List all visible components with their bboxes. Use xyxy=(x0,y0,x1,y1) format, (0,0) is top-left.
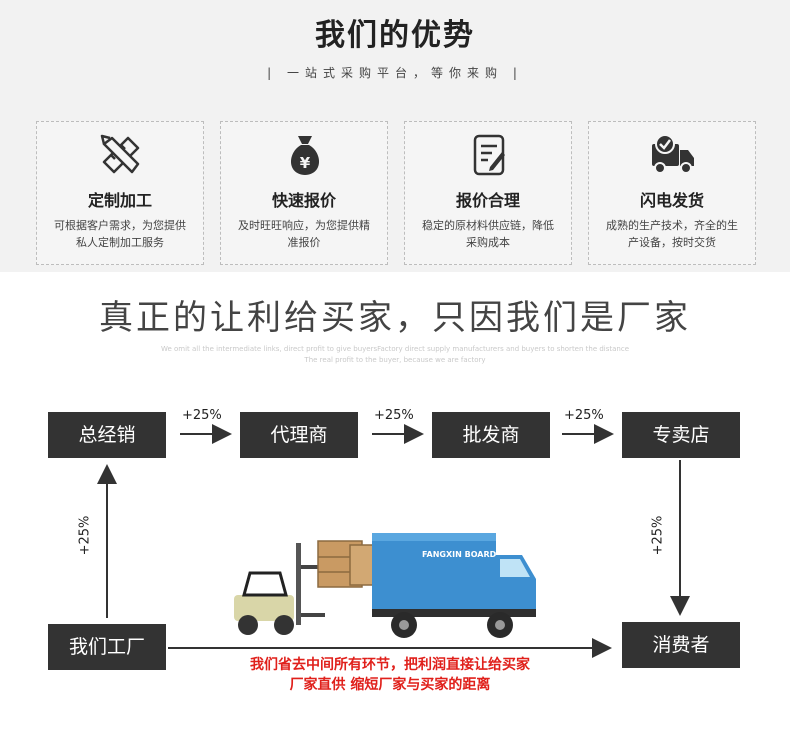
advantage-card-custom: 定制加工 可根据客户需求，为您提供私人定制加工服务 xyxy=(36,121,204,265)
truck-logo-text: FANGXIN BOARD xyxy=(422,550,497,559)
headline: 真正的让利给买家，只因我们是厂家 xyxy=(99,298,691,338)
box-consumer: 消费者 xyxy=(622,622,740,668)
pencil-ruler-icon xyxy=(100,134,140,174)
promo-note-1: 我们省去中间所有环节，把利润直接让给买家 xyxy=(250,657,530,673)
markup-label: +25% xyxy=(564,408,604,423)
advantage-card-quote: ¥ 快速报价 及时旺旺响应，为您提供精准报价 xyxy=(220,121,388,265)
card-desc: 可根据客户需求，为您提供私人定制加工服务 xyxy=(54,219,186,249)
cargo-crates xyxy=(317,540,377,588)
document-edit-icon xyxy=(473,134,505,176)
box-general-distributor: 总经销 xyxy=(48,412,166,458)
section-subtitle: | 一站式采购平台，等你来购 | xyxy=(267,66,523,80)
box-agent: 代理商 xyxy=(240,412,358,458)
english-tagline-1: We omit all the intermediate links, dire… xyxy=(160,345,630,353)
advantage-card-shipping: 闪电发货 成熟的生产技术，齐全的生产设备，按时交货 xyxy=(588,121,756,265)
money-bag-icon: ¥ xyxy=(290,136,320,175)
svg-text:¥: ¥ xyxy=(300,154,311,172)
card-desc: 及时旺旺响应，为您提供精准报价 xyxy=(238,219,370,249)
card-title: 报价合理 xyxy=(455,191,520,210)
english-tagline-2: The real profit to the buyer, because we… xyxy=(304,356,486,364)
box-store: 专卖店 xyxy=(622,412,740,458)
markup-label: +25% xyxy=(650,515,666,556)
section-title: 我们的优势 xyxy=(315,18,475,53)
promo-note-2: 厂家直供 缩短厂家与买家的距离 xyxy=(289,677,491,693)
markup-label: +25% xyxy=(374,408,414,423)
card-desc: 成熟的生产技术，齐全的生产设备，按时交货 xyxy=(606,219,738,249)
delivery-truck-icon xyxy=(652,134,694,174)
forklift-icon xyxy=(234,543,325,635)
markup-label: +25% xyxy=(77,515,93,556)
card-desc: 稳定的原材料供应链，降低采购成本 xyxy=(422,219,554,249)
card-title: 闪电发货 xyxy=(639,191,704,210)
box-wholesaler: 批发商 xyxy=(432,412,550,458)
box-factory: 我们工厂 xyxy=(48,624,166,670)
truck-illustration: FANGXIN BOARD xyxy=(234,533,536,638)
markup-label: +25% xyxy=(182,408,222,423)
advantage-card-price: 报价合理 稳定的原材料供应链，降低采购成本 xyxy=(404,121,572,265)
card-title: 定制加工 xyxy=(87,191,152,210)
blue-truck: FANGXIN BOARD xyxy=(372,533,536,638)
card-title: 快速报价 xyxy=(271,191,336,210)
